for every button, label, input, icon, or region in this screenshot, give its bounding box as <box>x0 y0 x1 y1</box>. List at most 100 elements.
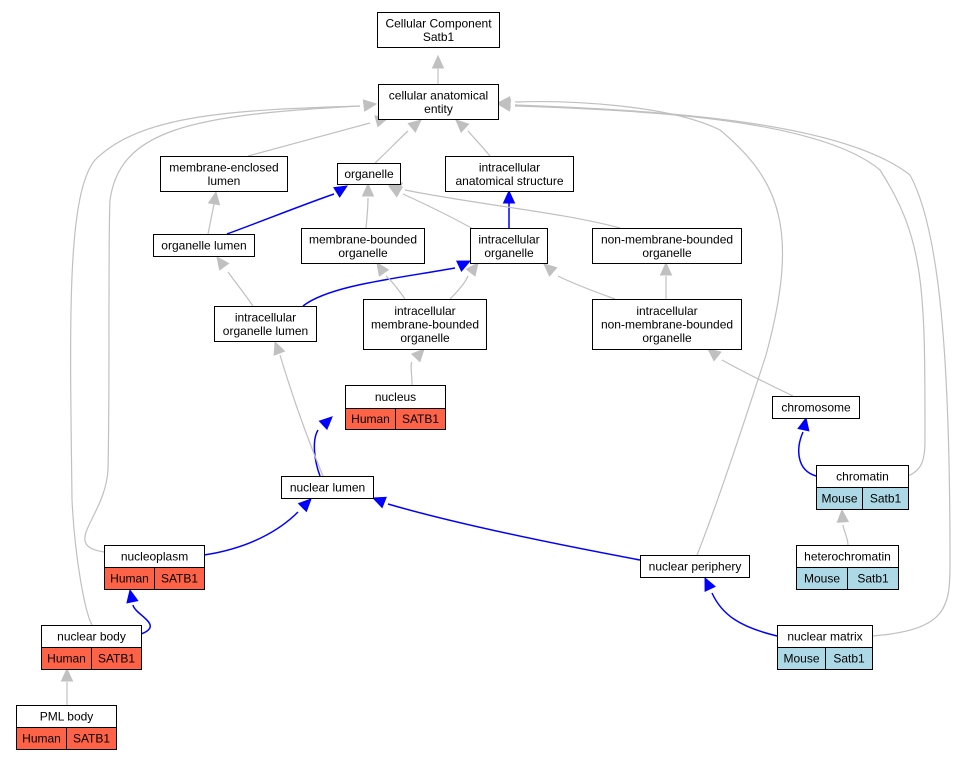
edge-pml-to-nucbody <box>60 667 74 705</box>
node-box <box>301 228 425 264</box>
species-label: Mouse <box>804 572 840 586</box>
edge-heterochromatin-to-chromatin <box>836 508 850 546</box>
node-inmbo[interactable]: intracellularnon-membrane-boundedorganel… <box>592 299 742 350</box>
edge-imbo-to-io <box>449 262 479 300</box>
edge-line <box>842 524 849 546</box>
arrowhead <box>455 119 470 134</box>
edge-imbo-to-mbo <box>376 262 406 300</box>
node-nucperiph[interactable]: nuclear periphery <box>640 555 750 578</box>
edge-io-to-ias <box>502 189 516 228</box>
edge-line <box>514 104 951 637</box>
node-box <box>470 228 548 264</box>
arrowhead <box>410 348 425 363</box>
edge-line <box>514 105 926 477</box>
node-label: intracellular <box>636 304 697 318</box>
node-label: organelle <box>344 167 394 181</box>
node-label: nucleus <box>375 390 416 404</box>
node-box <box>214 306 317 342</box>
arrowhead <box>465 262 479 277</box>
edge-ias-to-cae <box>455 119 491 157</box>
node-box <box>640 555 750 578</box>
arrowhead <box>704 576 716 592</box>
arrowhead <box>797 416 810 432</box>
node-box <box>281 476 374 499</box>
edge-nucperiph-to-nuclumen <box>371 496 641 561</box>
node-org[interactable]: organelle <box>337 163 401 185</box>
node-label: organelle lumen <box>161 239 246 253</box>
node-box <box>592 299 742 350</box>
edge-line <box>227 271 254 307</box>
gene-label: Satb1 <box>833 652 865 666</box>
gene-cell <box>847 567 899 590</box>
node-label: entity <box>424 102 453 116</box>
arrowhead <box>273 340 286 356</box>
edge-line <box>387 503 641 561</box>
node-label: anatomical structure <box>455 174 563 188</box>
edge-nucleoplasm-to-nuclumen <box>203 498 312 556</box>
edge-chromosome-to-inmbo <box>707 348 794 397</box>
edge-iol-to-orglumen <box>216 256 254 307</box>
edge-line <box>226 193 335 235</box>
node-label: non-membrane-bounded <box>601 232 733 246</box>
node-chromosome[interactable]: chromosome <box>772 396 860 419</box>
node-label: PML body <box>40 710 94 724</box>
edge-cae-to-root <box>431 54 445 84</box>
species-label: Mouse <box>821 492 857 506</box>
node-orglumen[interactable]: organelle lumen <box>153 234 255 257</box>
gene-label: SATB1 <box>73 732 110 746</box>
arrowhead <box>543 263 558 277</box>
node-label: cellular anatomical <box>389 88 488 102</box>
node-box <box>160 156 288 192</box>
gene-label: SATB1 <box>161 572 198 586</box>
node-label: nuclear periphery <box>649 560 742 574</box>
arrowhead <box>318 416 333 431</box>
node-label: organelle <box>484 246 534 260</box>
edge-inmbo-to-nmbo <box>659 261 673 299</box>
gene-label: SATB1 <box>98 652 135 666</box>
node-label: organelle <box>400 331 450 345</box>
node-label: non-membrane-bounded <box>601 318 733 332</box>
node-label: intracellular <box>479 160 540 174</box>
edge-line <box>557 275 616 300</box>
species-label: Human <box>47 652 86 666</box>
arrowhead <box>60 667 74 682</box>
node-nuclumen[interactable]: nuclear lumen <box>281 476 374 499</box>
arrowhead <box>707 348 722 362</box>
edge-nuclumen-to-nucleus <box>313 416 333 477</box>
gene-cell <box>825 647 873 670</box>
edge-line <box>70 105 361 626</box>
arrowhead <box>376 262 390 277</box>
node-label: intracellular <box>394 304 455 318</box>
arrowhead <box>431 54 445 69</box>
edge-line <box>207 203 215 235</box>
edge-io-to-org <box>387 185 476 231</box>
node-label: membrane-bounded <box>309 232 417 246</box>
gene-cell <box>154 567 205 590</box>
arrowhead <box>333 185 349 198</box>
edge-orglumen-to-mel <box>207 190 221 235</box>
gene-label: Satb1 <box>857 572 889 586</box>
edge-nucbody-to-nucleoplasm <box>126 588 151 635</box>
node-label: heterochromatin <box>804 550 891 564</box>
gene-label: SATB1 <box>402 412 439 426</box>
edge-line <box>711 592 778 637</box>
arrowhead <box>456 260 472 272</box>
